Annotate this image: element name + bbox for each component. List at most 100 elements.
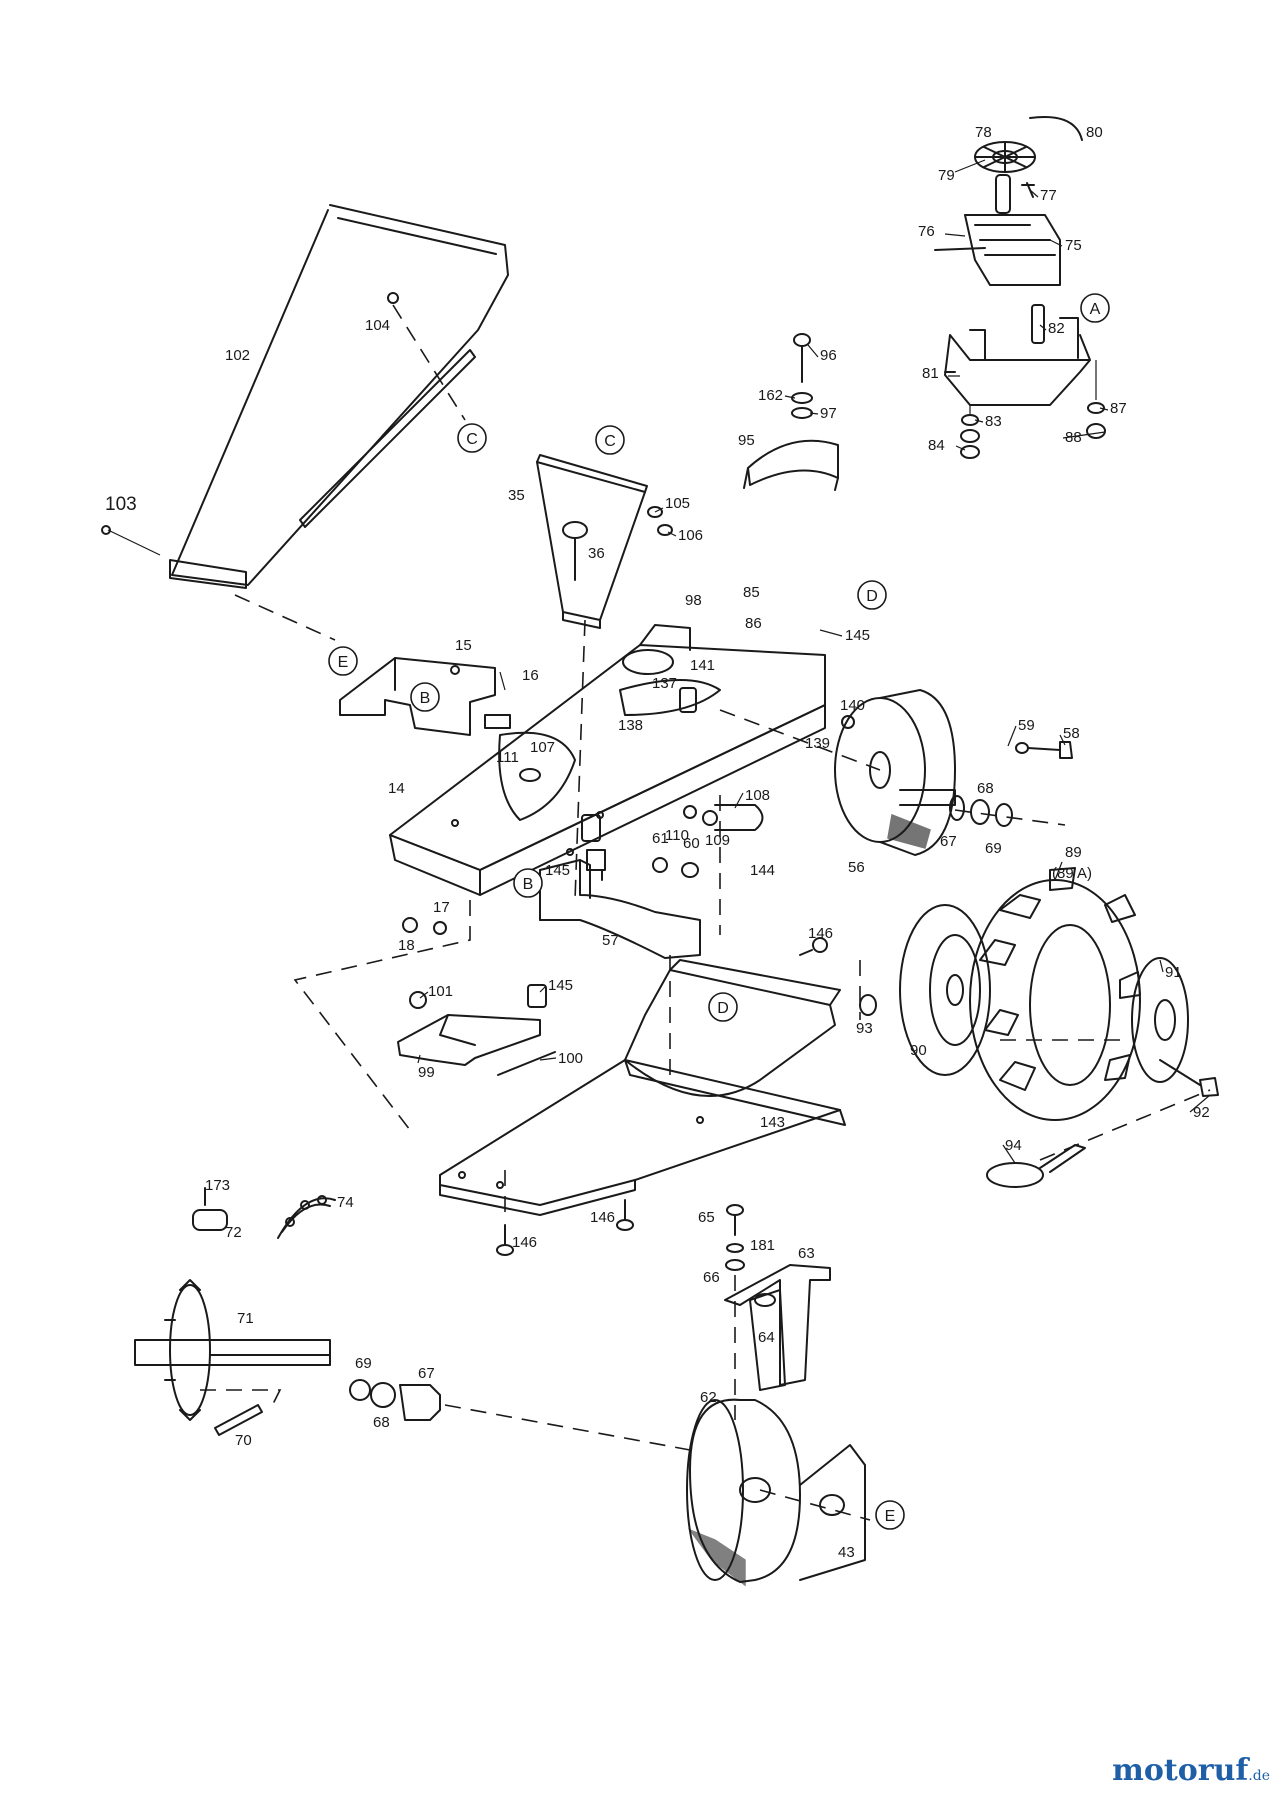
callout-68: 68 [977,780,994,797]
callout-140: 140 [840,697,865,714]
callout-145: 145 [548,977,573,994]
drum-left-assembly [686,1204,871,1587]
callout-57: 57 [602,932,619,949]
callout-76: 76 [918,223,935,240]
callout-181: 181 [750,1237,775,1254]
callout-77: 77 [1040,187,1057,204]
discharge-chute [101,204,509,641]
reference-markers [328,293,1110,1530]
ref-letter-b: B [523,876,534,893]
brand-tld: .de [1248,1768,1270,1784]
callout-89: 89 [1065,844,1082,861]
ref-letter-a: A [1090,301,1101,318]
callout-71: 71 [237,1310,254,1327]
bottom-plate [439,937,846,1216]
ref-letter-d: D [866,588,878,605]
callout-67: 67 [418,1365,435,1382]
ref-letter-e: E [338,654,349,671]
bolts-bottom [496,1199,634,1256]
gearbox-assembly [934,116,1106,459]
callout-14: 14 [388,780,405,797]
brand-name: motoruf [1112,1753,1249,1788]
ref-letter-d: D [717,1000,729,1017]
callout-104: 104 [365,317,390,334]
side-bracket [339,657,511,736]
callout-82: 82 [1048,320,1065,337]
callout-65: 65 [698,1209,715,1226]
callout-17: 17 [433,899,450,916]
callout-36: 36 [588,545,605,562]
callout-87: 87 [1110,400,1127,417]
callout-18: 18 [398,937,415,954]
callout-96: 96 [820,347,837,364]
callout-94: 94 [1005,1137,1022,1154]
callout-111: 111 [496,749,519,766]
callout-105: 105 [665,495,690,512]
callout-56: 56 [848,859,865,876]
mount-plate [539,795,721,959]
callout-108: 108 [745,787,770,804]
callout-143: 143 [760,1114,785,1131]
guide-plate [397,984,556,1076]
u-bolt [683,804,764,831]
part-callouts: 78 80 79 77 76 75 82 81 83 84 87 88 104 … [105,124,1210,1561]
ref-letter-b: B [420,690,431,707]
callout-107: 107 [530,739,555,756]
callout-162: 162 [758,387,783,404]
callout-145: 145 [545,862,570,879]
drum-right [719,689,1073,856]
callout-90: 90 [910,1042,927,1059]
callout-146: 146 [590,1209,615,1226]
callout-101: 101 [428,983,453,1000]
wheel-assembly [859,867,1219,1188]
callout-15: 15 [455,637,472,654]
callout-137: 137 [652,675,677,692]
ref-letter-c: C [604,433,616,450]
callout-70: 70 [235,1432,252,1449]
callout-63: 63 [798,1245,815,1262]
reference-letters: A C C D E B B D E [338,301,1101,1525]
bracket-plate [536,454,673,901]
callout-173: 173 [205,1177,230,1194]
callout-68: 68 [373,1414,390,1431]
callout-139: 139 [805,735,830,752]
callout-146: 146 [808,925,833,942]
callout-110: 110 [665,827,689,844]
ref-letter-c: C [466,431,478,448]
callout-84: 84 [928,437,945,454]
callout-92: 92 [1193,1104,1210,1121]
callout-106: 106 [678,527,703,544]
callout-86: 86 [745,615,762,632]
callout-141: 141 [690,657,715,674]
callout-138: 138 [618,717,643,734]
callout-16: 16 [522,667,539,684]
callout-43: 43 [838,1544,855,1561]
brand-logo: motoruf.de [1112,1753,1270,1788]
callout-78: 78 [975,124,992,141]
callout-91: 91 [1165,964,1182,981]
callout-89a: (89 A) [1052,865,1092,882]
ref-letter-e: E [885,1508,896,1525]
callout-99: 99 [418,1064,435,1081]
callout-102: 102 [225,347,250,364]
callout-62: 62 [700,1389,717,1406]
callout-93: 93 [856,1020,873,1037]
callout-109: 109 [705,832,730,849]
callout-79: 79 [938,167,955,184]
callout-74: 74 [337,1194,354,1211]
callout-69: 69 [355,1355,372,1372]
callout-83: 83 [985,413,1002,430]
callout-64: 64 [758,1329,775,1346]
drive-shaft [134,1279,691,1451]
callout-103: 103 [105,494,137,515]
callout-58: 58 [1063,725,1080,742]
leader-lines [417,189,1211,1164]
callout-145: 145 [845,627,870,644]
callout-81: 81 [922,365,939,382]
callout-85: 85 [743,584,760,601]
callout-72: 72 [225,1224,242,1241]
callout-67: 67 [940,833,957,850]
callout-35: 35 [508,487,525,504]
callout-144: 144 [750,862,775,879]
